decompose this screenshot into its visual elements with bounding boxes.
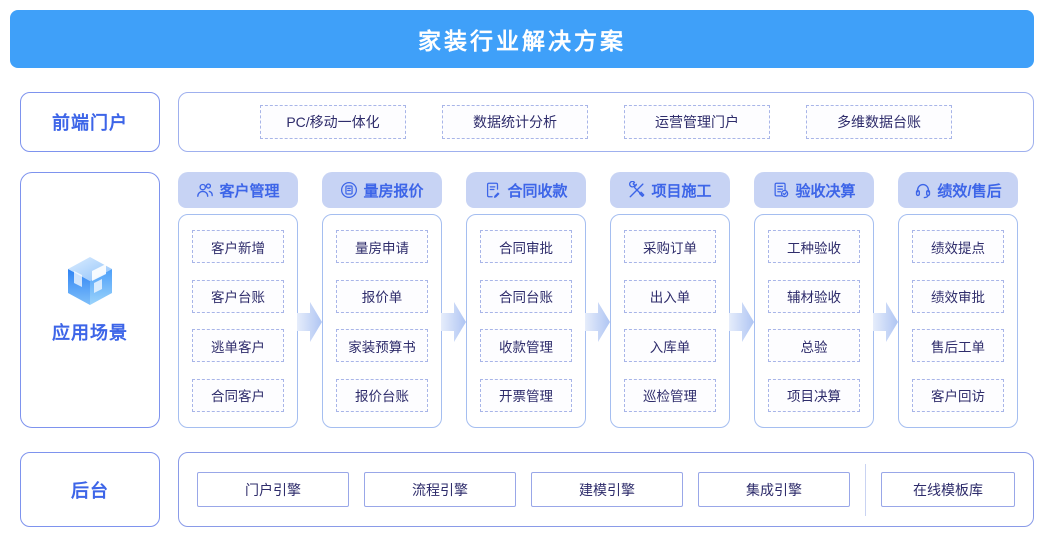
online-template-library: 在线模板库	[881, 472, 1015, 507]
portal-item: 多维数据台账	[806, 105, 952, 139]
scenario-item: 工种验收	[768, 230, 860, 263]
scenario-item: 量房申请	[336, 230, 428, 263]
scenario-item: 客户新增	[192, 230, 284, 263]
column-contract-payment: 合同收款 合同审批 合同台账 收款管理 开票管理	[466, 172, 586, 428]
column-header: 绩效/售后	[898, 172, 1018, 208]
scenario-item: 报价台账	[336, 378, 428, 412]
column-measure-quote: 量房报价 量房申请 报价单 家装预算书 报价台账	[322, 172, 442, 428]
scenario-item: 逃单客户	[192, 329, 284, 363]
flow-arrow-icon	[729, 302, 754, 342]
column-header-label: 量房报价	[363, 182, 424, 200]
scenario-item: 总验	[768, 329, 860, 363]
scenario-item: 绩效提点	[912, 230, 1004, 263]
scenario-item: 家装预算书	[336, 329, 428, 363]
front-portal-label: 前端门户	[52, 113, 128, 133]
checklist-icon	[772, 181, 790, 199]
column-body: 量房申请 报价单 家装预算书 报价台账	[322, 214, 442, 428]
scenario-item: 开票管理	[480, 378, 572, 412]
sidebar-backend: 后台	[20, 452, 160, 527]
sidebar-front-portal: 前端门户	[20, 92, 160, 152]
scenario-item: 出入单	[624, 279, 716, 313]
column-header-label: 绩效/售后	[937, 182, 1002, 200]
column-header: 合同收款	[466, 172, 586, 208]
column-header-label: 验收决算	[795, 182, 856, 200]
headset-icon	[914, 181, 932, 199]
scenario-item: 客户台账	[192, 279, 284, 313]
column-acceptance-settlement: 验收决算 工种验收 辅材验收 总验 项目决算	[754, 172, 874, 428]
engine-item: 门户引擎	[197, 472, 349, 507]
scenario-item: 辅材验收	[768, 279, 860, 313]
flow-arrow-icon	[585, 302, 610, 342]
portal-item: 数据统计分析	[442, 105, 588, 139]
engine-item: 流程引擎	[364, 472, 516, 507]
measure-quote-icon	[340, 181, 358, 199]
column-project-construction: 项目施工 采购订单 出入单 入库单 巡检管理	[610, 172, 730, 428]
page-title: 家装行业解决方案	[418, 28, 626, 54]
column-header-label: 客户管理	[219, 182, 280, 200]
tools-icon	[628, 181, 646, 199]
scenario-item: 合同审批	[480, 230, 572, 263]
title-banner: 家装行业解决方案	[10, 10, 1034, 68]
column-body: 采购订单 出入单 入库单 巡检管理	[610, 214, 730, 428]
column-header: 验收决算	[754, 172, 874, 208]
portal-item: PC/移动一体化	[260, 105, 406, 139]
column-body: 合同审批 合同台账 收款管理 开票管理	[466, 214, 586, 428]
cube-icon	[66, 255, 114, 307]
scenario-item: 合同台账	[480, 279, 572, 313]
engine-item: 建模引擎	[531, 472, 683, 507]
column-body: 绩效提点 绩效审批 售后工单 客户回访	[898, 214, 1018, 428]
column-header: 客户管理	[178, 172, 298, 208]
scenario-item: 入库单	[624, 329, 716, 363]
scenario-item: 项目决算	[768, 378, 860, 412]
column-header-label: 合同收款	[507, 182, 568, 200]
contract-sign-icon	[484, 181, 502, 199]
column-body: 客户新增 客户台账 逃单客户 合同客户	[178, 214, 298, 428]
engine-item: 集成引擎	[698, 472, 850, 507]
column-performance-aftersales: 绩效/售后 绩效提点 绩效审批 售后工单 客户回访	[898, 172, 1018, 428]
backend-label: 后台	[71, 480, 109, 501]
scenario-item: 采购订单	[624, 230, 716, 263]
scenario-item: 客户回访	[912, 378, 1004, 412]
backend-container: 门户引擎 流程引擎 建模引擎 集成引擎 在线模板库	[178, 452, 1034, 527]
portal-item: 运营管理门户	[624, 105, 770, 139]
scenario-item: 合同客户	[192, 378, 284, 412]
column-body: 工种验收 辅材验收 总验 项目决算	[754, 214, 874, 428]
app-scenarios-label: 应用场景	[52, 323, 128, 343]
column-header: 量房报价	[322, 172, 442, 208]
scenario-item: 巡检管理	[624, 378, 716, 412]
scenario-item: 绩效审批	[912, 279, 1004, 313]
sidebar-app-scenarios: 应用场景	[20, 172, 160, 428]
scenario-item: 报价单	[336, 279, 428, 313]
vertical-divider	[865, 463, 866, 516]
scenario-band: 客户管理 客户新增 客户台账 逃单客户 合同客户 量房报价	[178, 172, 1034, 428]
front-portal-container: PC/移动一体化 数据统计分析 运营管理门户 多维数据台账	[178, 92, 1034, 152]
column-header-label: 项目施工	[651, 182, 712, 200]
scenario-item: 售后工单	[912, 329, 1004, 363]
scenario-item: 收款管理	[480, 329, 572, 363]
users-icon	[196, 181, 214, 199]
flow-arrow-icon	[873, 302, 898, 342]
column-header: 项目施工	[610, 172, 730, 208]
flow-arrow-icon	[297, 302, 322, 342]
column-customer-mgmt: 客户管理 客户新增 客户台账 逃单客户 合同客户	[178, 172, 298, 428]
flow-arrow-icon	[441, 302, 466, 342]
